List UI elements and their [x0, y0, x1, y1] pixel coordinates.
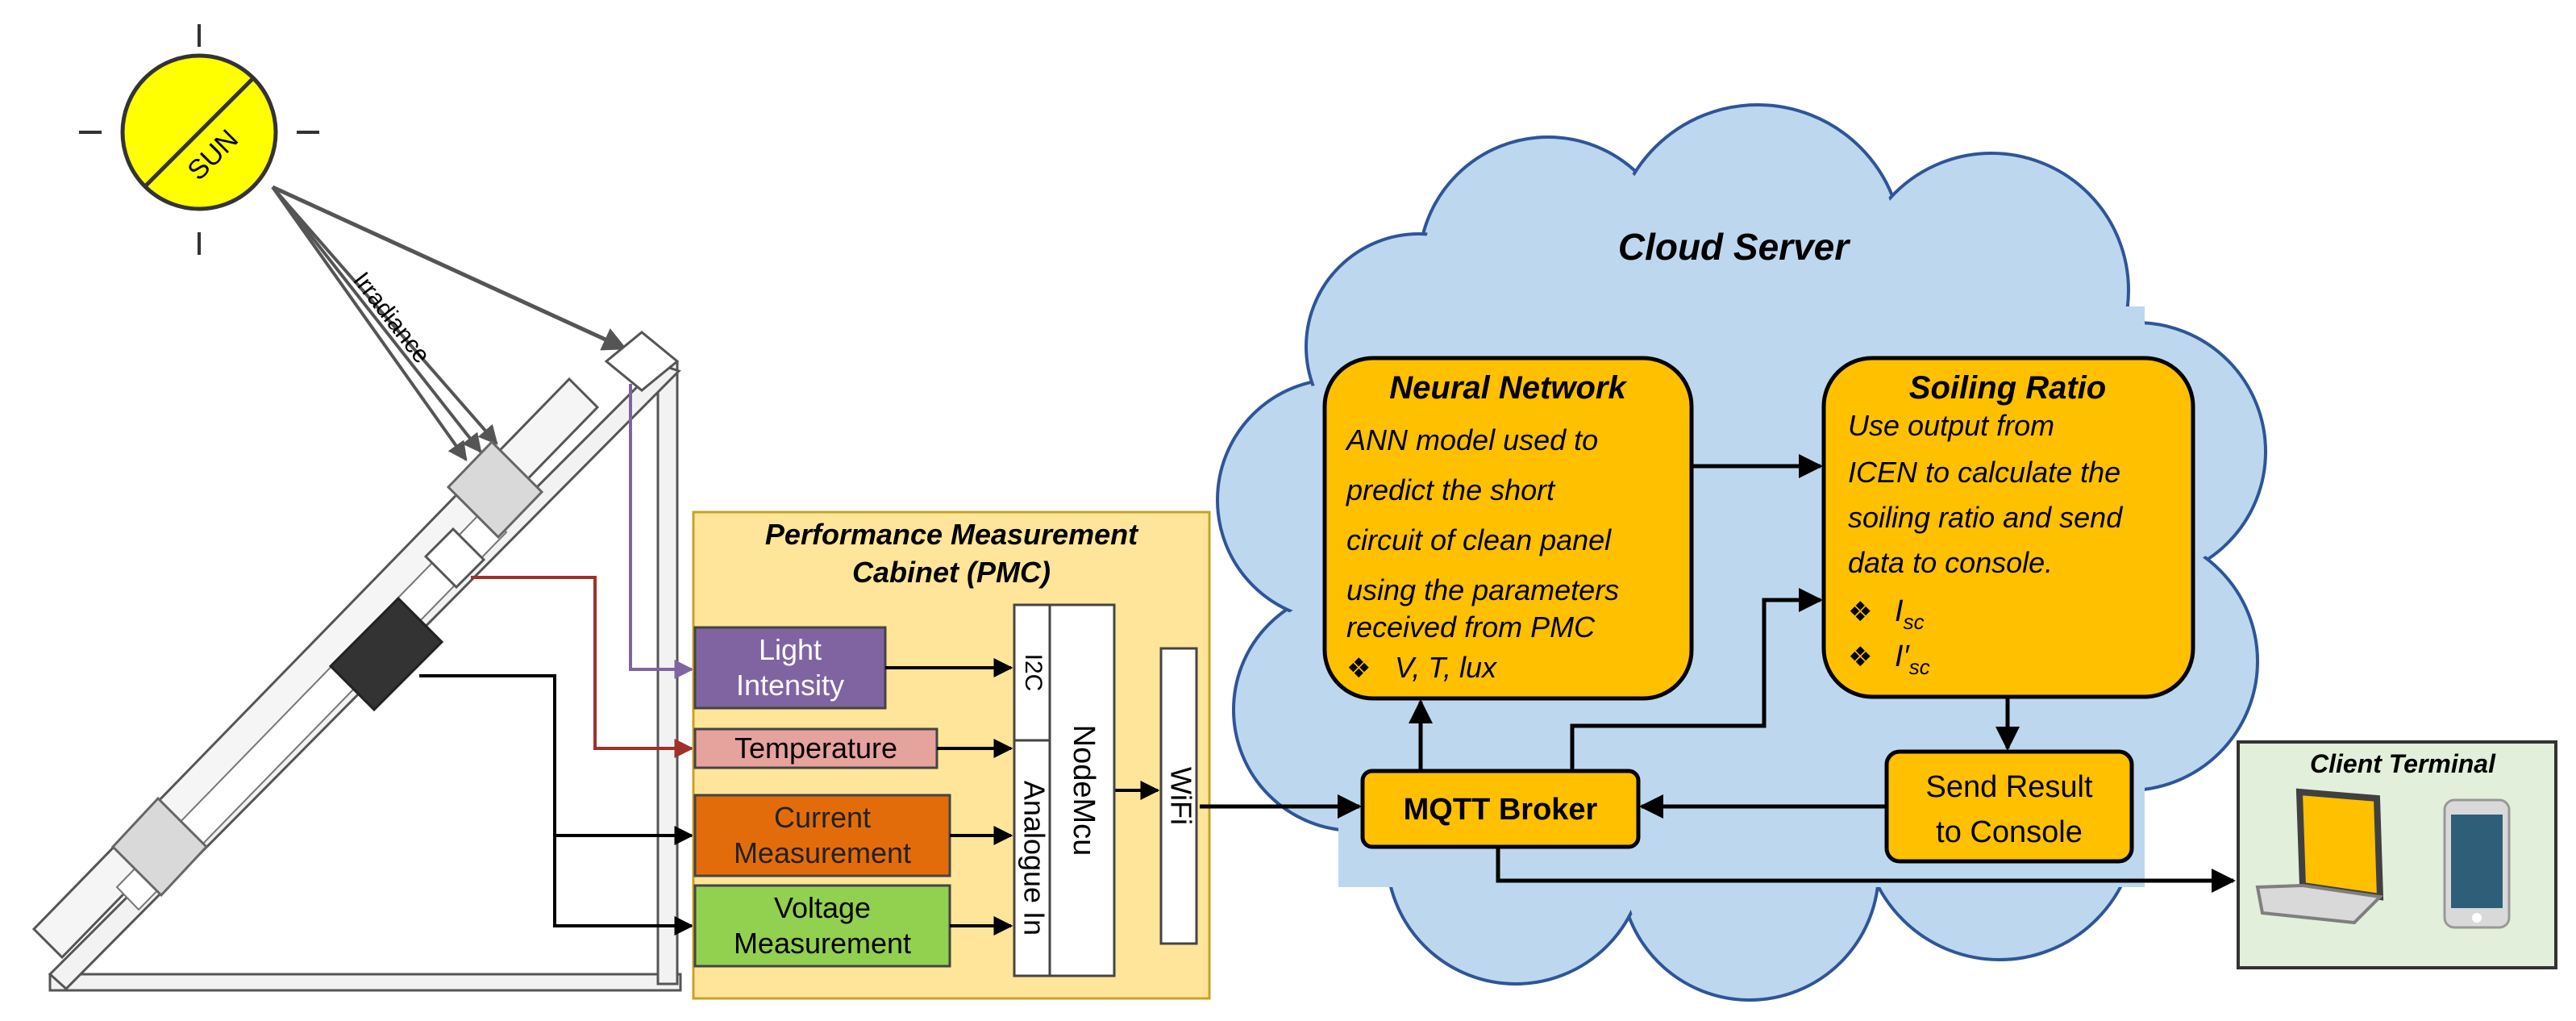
send-result-line2: to Console	[1936, 815, 2083, 849]
current-measurement-box: Current Measurement	[693, 794, 951, 877]
temperature-box: Temperature	[693, 727, 938, 769]
nodemcu-board: NodeMcu	[1048, 603, 1116, 977]
soiling-ratio-bullet1: I	[1895, 594, 1904, 628]
soiling-ratio-line: soiling ratio and send	[1848, 501, 2123, 534]
bullet-icon: ❖	[1848, 597, 1872, 627]
neural-network-line: ANN model used to	[1345, 423, 1598, 456]
light-intensity-line1: Light	[759, 633, 822, 666]
voltage-line2: Measurement	[734, 927, 911, 960]
bullet-icon: ❖	[1848, 642, 1872, 673]
soiling-ratio-box: Soiling Ratio Use output from ICEN to ca…	[1821, 356, 2195, 699]
send-result-line1: Send Result	[1925, 770, 2092, 804]
soiling-ratio-line: Use output from	[1848, 409, 2054, 442]
analogue-in-port: Analogue In	[1013, 739, 1051, 977]
i2c-port: I2C	[1013, 603, 1051, 742]
solar-panel	[31, 377, 600, 960]
soiling-ratio-line: ICEN to calculate the	[1848, 456, 2120, 489]
voltage-measurement-box: Voltage Measurement	[693, 884, 951, 968]
soiling-ratio-title: Soiling Ratio	[1909, 370, 2106, 406]
sensor-wires	[419, 384, 694, 936]
light-sensor	[604, 331, 680, 392]
solar-panel-rig	[31, 331, 682, 992]
mqtt-broker-label: MQTT Broker	[1404, 793, 1598, 827]
neural-network-bullet: V, T, lux	[1395, 651, 1498, 684]
soiling-ratio-bullet2-sub: sc	[1909, 655, 1930, 679]
smartphone-icon	[2443, 798, 2511, 929]
neural-network-line: predict the short	[1346, 473, 1556, 506]
send-result-box: Send Result to Console	[1884, 749, 2134, 864]
neural-network-line: received from PMC	[1346, 611, 1596, 644]
soiling-ratio-bullet2: I′	[1895, 640, 1911, 673]
cloud-title: Cloud Server	[1618, 226, 1850, 268]
current-line1: Current	[774, 801, 871, 834]
sun-icon: SUN	[79, 24, 319, 255]
nodemcu-label: NodeMcu	[1067, 725, 1101, 856]
junction-box	[328, 596, 444, 712]
client-terminal-title: Client Terminal	[2310, 749, 2496, 778]
svg-text:I′sc: I′sc	[1895, 640, 1930, 679]
wifi-label: WiFi	[1164, 767, 1197, 825]
voltage-line1: Voltage	[774, 891, 871, 924]
analogue-in-label: Analogue In	[1017, 781, 1051, 936]
neural-network-title: Neural Network	[1389, 370, 1627, 406]
neural-network-box: Neural Network ANN model used to predict…	[1322, 356, 1694, 701]
wifi-module: WiFi	[1159, 647, 1198, 945]
pmc-internal-arrows	[885, 658, 1160, 936]
pmc-title-line1: Performance Measurement	[765, 518, 1139, 551]
soiling-ratio-bullet1-sub: sc	[1904, 610, 1925, 634]
laptop-icon	[2255, 788, 2384, 925]
temperature-sensor	[423, 527, 486, 590]
neural-network-line: using the parameters	[1346, 573, 1619, 606]
cloud-arrows	[1200, 454, 2236, 893]
light-intensity-line2: Intensity	[736, 669, 844, 702]
client-terminal-box: Client Terminal	[2237, 740, 2557, 969]
pmc-title-line2: Cabinet (PMC)	[852, 556, 1051, 589]
temperature-label: Temperature	[735, 731, 897, 765]
mqtt-broker-box: MQTT Broker	[1360, 769, 1641, 849]
soiling-ratio-line: data to console.	[1848, 546, 2053, 579]
bullet-icon: ❖	[1346, 653, 1371, 684]
i2c-label: I2C	[1020, 654, 1047, 692]
light-intensity-box: Light Intensity	[693, 626, 887, 710]
current-line2: Measurement	[734, 836, 911, 869]
neural-network-line: circuit of clean panel	[1346, 523, 1612, 556]
svg-text:Isc: Isc	[1895, 594, 1925, 634]
